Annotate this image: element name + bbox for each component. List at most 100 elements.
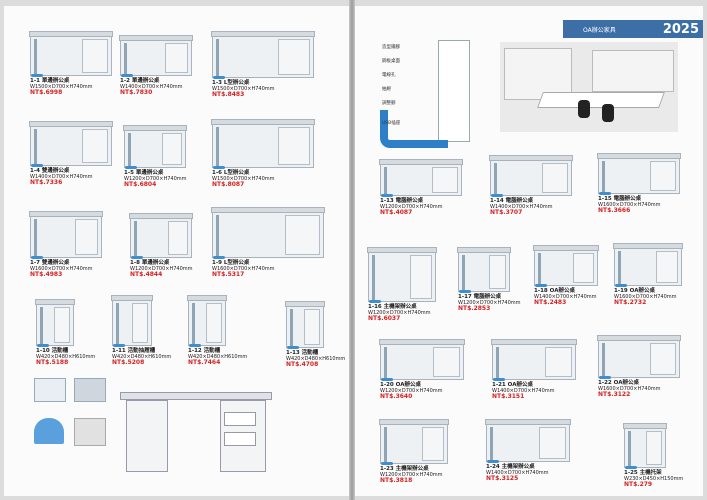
- product-spec: W1400×D700×H740mm: [30, 174, 93, 180]
- product-title: 1-13 電腦辦公桌: [380, 198, 424, 204]
- product-spec: W1400×D700×H740mm: [534, 294, 597, 300]
- desktop-surface: [491, 339, 577, 345]
- desk-illustration: [119, 35, 193, 77]
- product-price: NT$.2483: [534, 299, 567, 306]
- desk-leg: [124, 43, 127, 75]
- drawer-unit: [489, 255, 506, 289]
- desk-foot: [369, 300, 381, 303]
- drawer-unit: [422, 427, 444, 461]
- desk-illustration: [123, 125, 187, 169]
- desk-foot: [113, 344, 125, 347]
- product-price: NT$.2853: [458, 305, 491, 312]
- product-price: NT$.3666: [598, 207, 631, 214]
- desk-leg: [618, 251, 621, 285]
- desktop-surface: [597, 153, 681, 159]
- desk-leg: [384, 347, 387, 379]
- desk-leg: [602, 161, 605, 193]
- desk-illustration: [457, 247, 511, 293]
- product-title: 1-16 主機架辦公桌: [368, 304, 417, 310]
- callout-1: 鋼板桌面: [382, 59, 400, 64]
- drawer-unit: [82, 129, 108, 163]
- desk-illustration: [597, 335, 681, 379]
- callout-5: USB插座: [382, 121, 401, 126]
- product-spec: W1600×D700×H740mm: [212, 266, 275, 272]
- product-price: NT$.7464: [188, 359, 221, 366]
- desk-illustration: [111, 295, 153, 347]
- desktop-surface: [597, 335, 681, 341]
- callout-4: 調整腳: [382, 101, 396, 106]
- catalog-year: 2025: [662, 22, 699, 37]
- drawer-unit: [132, 303, 148, 343]
- drawer-unit: [75, 219, 98, 255]
- desk-foot: [535, 284, 547, 287]
- drawer-unit: [82, 39, 108, 73]
- product-title: 1-3 L型辦公桌: [212, 80, 250, 86]
- accessory-thumb-2: [74, 378, 106, 402]
- desk-illustration: [613, 243, 683, 287]
- product-price: NT$.5208: [112, 359, 145, 366]
- desk-leg: [134, 221, 137, 257]
- desk-illustration: [211, 119, 315, 169]
- product-title: 1-4 雙邊辦公桌: [30, 168, 70, 174]
- product-spec: W1400×D700×H740mm: [492, 388, 555, 394]
- product-price: NT$.4844: [130, 271, 163, 278]
- product-price: NT$.5188: [36, 359, 69, 366]
- desk-foot: [121, 74, 133, 77]
- product-spec: W1500×D700×H740mm: [30, 84, 93, 90]
- product-price: NT$.8483: [212, 91, 245, 98]
- desktop-surface: [379, 339, 465, 345]
- product-price: NT$.4708: [286, 361, 319, 368]
- drawer-unit: [656, 251, 678, 283]
- desk-leg: [494, 163, 497, 195]
- desk-foot: [131, 256, 143, 259]
- product-spec: W1200×D700×H740mm: [380, 472, 443, 478]
- desktop-surface: [485, 419, 571, 425]
- catalog-header: OA辦公家具 2025: [563, 20, 703, 38]
- desk-illustration: [623, 423, 667, 469]
- desk-leg: [496, 347, 499, 379]
- drawer-unit: [545, 347, 572, 377]
- product-title: 1-7 雙邊辦公桌: [30, 260, 70, 266]
- accessory-thumb-3: [34, 418, 64, 444]
- desk-foot: [287, 346, 299, 349]
- desktop-surface: [613, 243, 683, 249]
- desk-detail-illustration: [120, 382, 272, 482]
- drawer-unit: [432, 167, 458, 193]
- product-title: 1-6 L型辦公桌: [212, 170, 250, 176]
- accessory-thumb-4: [74, 418, 106, 446]
- desktop-surface: [379, 419, 449, 425]
- product-spec: W230×D450×H150mm: [624, 476, 684, 482]
- desk-foot: [31, 74, 43, 77]
- desk-foot: [189, 344, 201, 347]
- desk-leg: [216, 39, 219, 77]
- drawer-unit: [278, 127, 310, 165]
- desk-foot: [381, 378, 393, 381]
- desk-foot: [381, 462, 393, 465]
- desktop-surface: [29, 121, 113, 127]
- desk-illustration: [379, 419, 449, 465]
- drawer-unit: [650, 161, 676, 191]
- desktop-surface: [211, 207, 325, 213]
- callout-2: 電線孔: [382, 73, 396, 78]
- product-title: 1-23 主機架辦公桌: [380, 466, 429, 472]
- product-title: 1-25 主機托架: [624, 470, 662, 476]
- desk-leg: [34, 129, 37, 165]
- desk-leg: [384, 167, 387, 195]
- callout-3: 抽屜: [382, 87, 391, 92]
- drawer-unit: [542, 163, 568, 193]
- desk-leg: [384, 427, 387, 463]
- product-price: NT$.3125: [486, 475, 519, 482]
- drawer-unit: [206, 303, 222, 343]
- product-price: NT$.7830: [120, 89, 153, 96]
